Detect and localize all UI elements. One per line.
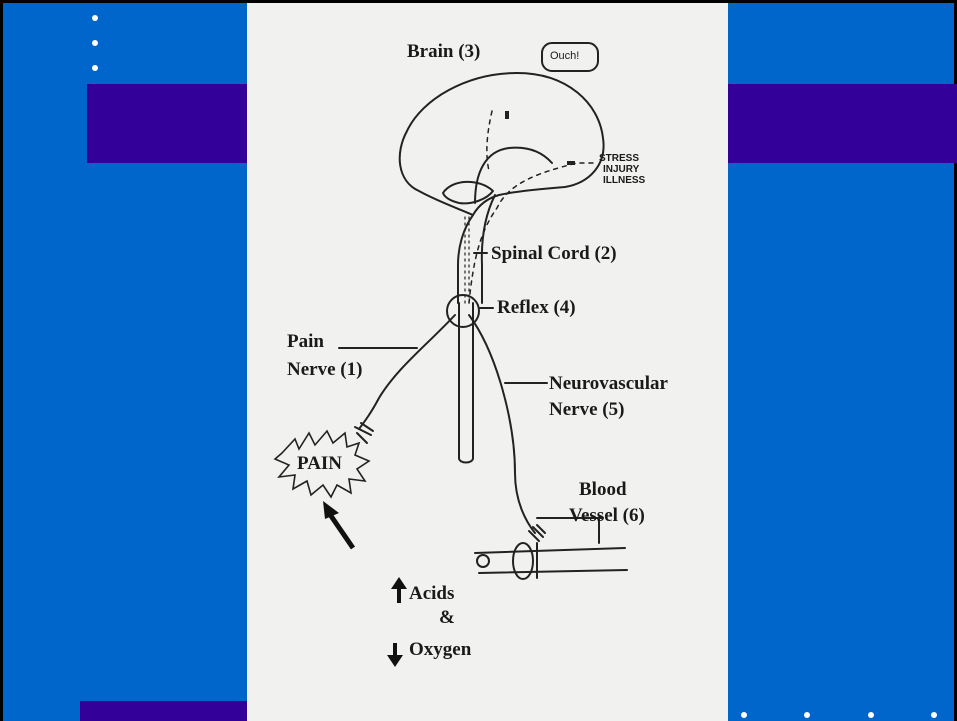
label-brain: Brain (3) (407, 41, 480, 63)
label-pain: PAIN (297, 453, 342, 475)
label-illness: ILLNESS (603, 175, 645, 186)
label-acids: Acids (409, 583, 454, 605)
bullet-dot (931, 712, 937, 718)
brain-outline (400, 73, 604, 215)
bullet-dot (92, 65, 98, 71)
label-oxygen: Oxygen (409, 639, 471, 661)
pain-nerve (359, 315, 455, 429)
arrow-to-pain (329, 513, 353, 548)
label-reflex: Reflex (4) (497, 297, 576, 319)
bullet-dot (868, 712, 874, 718)
scanned-diagram: Brain (3) Ouch! STRESS INJURY ILLNESS Sp… (247, 3, 728, 721)
bullet-dot (92, 40, 98, 46)
label-neurovascular-line2: Nerve (5) (549, 399, 624, 421)
blood-vessel (475, 548, 627, 573)
bullet-dot (804, 712, 810, 718)
label-neurovascular-line1: Neurovascular (549, 373, 668, 395)
bullet-dot (92, 15, 98, 21)
label-pain-nerve-line2: Nerve (1) (287, 359, 362, 381)
bullet-dot (741, 712, 747, 718)
label-ouch: Ouch! (550, 50, 579, 62)
label-injury: INJURY (603, 164, 639, 175)
neurovascular-nerve (469, 315, 535, 533)
label-ampersand: & (439, 607, 455, 629)
label-pain-nerve-line1: Pain (287, 331, 324, 353)
label-spinal-cord: Spinal Cord (2) (491, 243, 617, 265)
label-blood-line1: Blood (579, 479, 627, 501)
label-blood-line2: Vessel (6) (569, 505, 645, 527)
label-stress: STRESS (599, 153, 639, 164)
footer-band (80, 701, 250, 721)
